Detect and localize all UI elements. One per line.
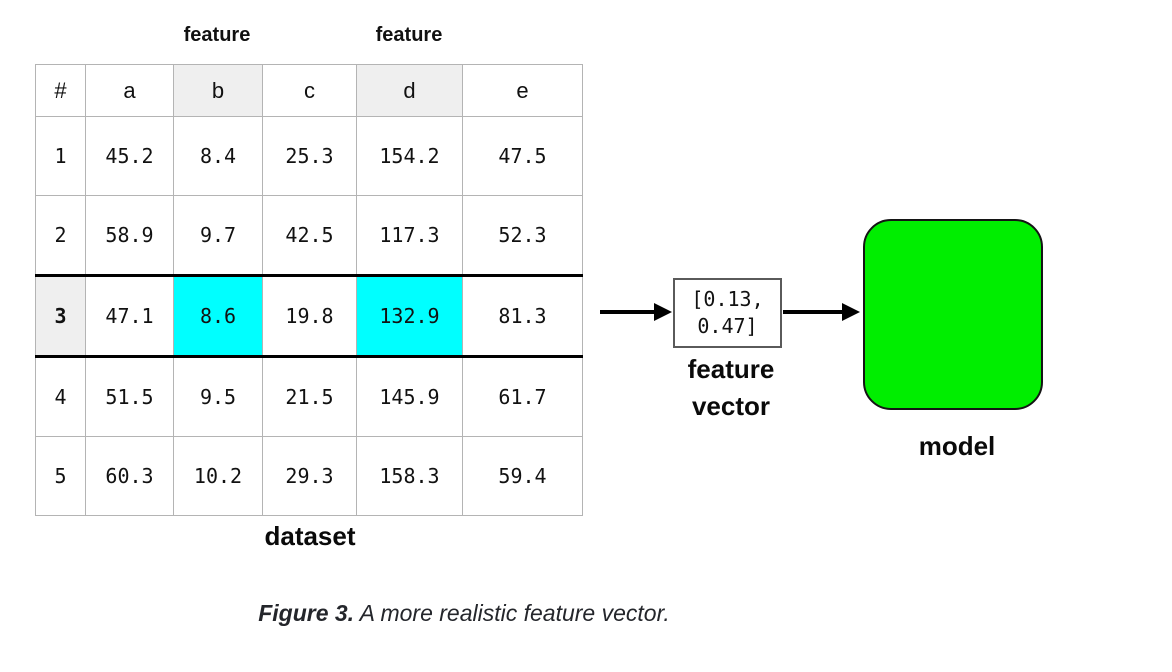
model-box xyxy=(863,219,1043,410)
cell-c: 25.3 xyxy=(262,116,357,196)
cell-b: 8.4 xyxy=(173,116,263,196)
header-cell-num: # xyxy=(35,64,86,117)
dataset-label: dataset xyxy=(264,521,356,551)
dataset-table: # a b c d e 1 45.2 8.4 25.3 154.2 47.5 2… xyxy=(35,64,583,516)
cell-e: 61.7 xyxy=(462,356,583,437)
cell-c: 21.5 xyxy=(262,356,357,437)
table-row: 1 45.2 8.4 25.3 154.2 47.5 xyxy=(35,116,583,196)
cell-c: 42.5 xyxy=(262,195,357,276)
table-row: 5 60.3 10.2 29.3 158.3 59.4 xyxy=(35,436,583,516)
cell-d: 158.3 xyxy=(356,436,463,516)
feature-annotation-b: feature xyxy=(183,24,251,46)
header-cell-d: d xyxy=(356,64,463,117)
cell-b-selected-feature: 8.6 xyxy=(173,274,263,358)
table-row: 4 51.5 9.5 21.5 145.9 61.7 xyxy=(35,356,583,437)
figure-caption: Figure 3. A more realistic feature vecto… xyxy=(258,600,670,627)
cell-a: 45.2 xyxy=(85,116,174,196)
header-cell-c: c xyxy=(262,64,357,117)
cell-e: 52.3 xyxy=(462,195,583,276)
feature-annotation-d: feature xyxy=(375,24,443,46)
cell-c: 29.3 xyxy=(262,436,357,516)
cell-a: 47.1 xyxy=(85,274,174,358)
cell-a: 51.5 xyxy=(85,356,174,437)
header-cell-a: a xyxy=(85,64,174,117)
figure-caption-text: A more realistic feature vector. xyxy=(354,600,670,626)
header-cell-e: e xyxy=(462,64,583,117)
arrow-table-to-vector xyxy=(600,310,655,314)
cell-d: 154.2 xyxy=(356,116,463,196)
feature-vector-box: [0.13, 0.47] xyxy=(673,278,782,348)
feature-vector-value-line2: 0.47] xyxy=(697,314,758,338)
cell-a: 60.3 xyxy=(85,436,174,516)
row-number: 4 xyxy=(35,356,86,437)
feature-vector-label-line2: vector xyxy=(691,391,771,421)
cell-c: 19.8 xyxy=(262,274,357,358)
cell-d: 145.9 xyxy=(356,356,463,437)
feature-vector-label-line1: feature xyxy=(687,354,775,384)
cell-b: 10.2 xyxy=(173,436,263,516)
row-number: 2 xyxy=(35,195,86,276)
table-row: 2 58.9 9.7 42.5 117.3 52.3 xyxy=(35,195,583,276)
arrowhead-table-to-vector-icon xyxy=(654,303,672,321)
header-cell-b: b xyxy=(173,64,263,117)
arrow-vector-to-model xyxy=(783,310,843,314)
row-number: 1 xyxy=(35,116,86,196)
feature-vector-value-line1: [0.13, xyxy=(691,287,764,311)
cell-d-selected-feature: 132.9 xyxy=(356,274,463,358)
cell-e: 47.5 xyxy=(462,116,583,196)
row-number-highlighted: 3 xyxy=(35,274,86,358)
arrowhead-vector-to-model-icon xyxy=(842,303,860,321)
table-header-row: # a b c d e xyxy=(35,64,583,117)
table-row-highlighted: 3 47.1 8.6 19.8 132.9 81.3 xyxy=(35,274,583,358)
cell-a: 58.9 xyxy=(85,195,174,276)
cell-d: 117.3 xyxy=(356,195,463,276)
cell-b: 9.5 xyxy=(173,356,263,437)
cell-b: 9.7 xyxy=(173,195,263,276)
model-label: model xyxy=(918,431,996,461)
figure-caption-number: Figure 3. xyxy=(258,600,355,626)
feature-vector-label: feature vector xyxy=(688,351,775,425)
row-number: 5 xyxy=(35,436,86,516)
cell-e: 81.3 xyxy=(462,274,583,358)
cell-e: 59.4 xyxy=(462,436,583,516)
